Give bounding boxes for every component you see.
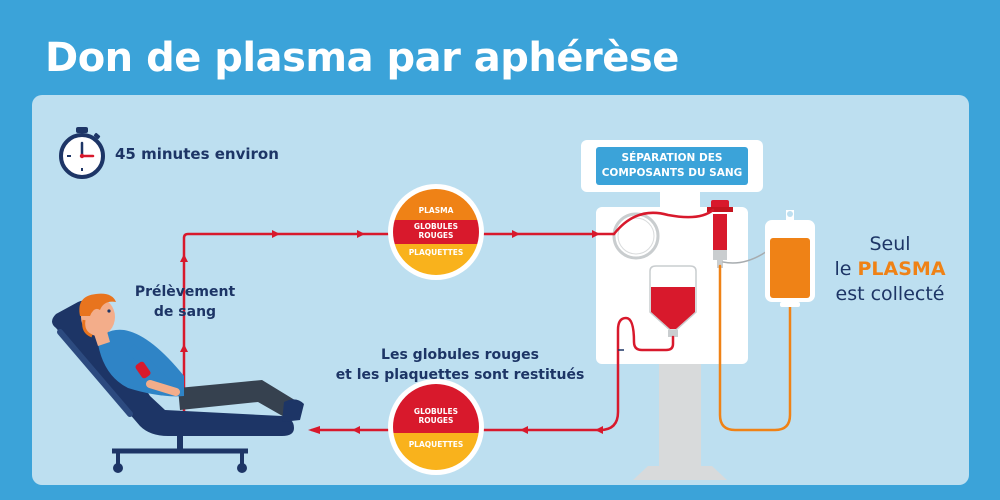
plasma-bag bbox=[765, 210, 815, 307]
stopwatch-icon bbox=[59, 127, 105, 179]
top-circle-red-cells-label: GLOBULES ROUGES bbox=[413, 222, 459, 240]
bottom-circle-platelets-label: PLAQUETTES bbox=[408, 440, 464, 449]
result-label: Seul le PLASMA est collecté bbox=[834, 233, 946, 305]
blood-components-circle-top bbox=[388, 184, 484, 280]
blood-components-circle-bottom bbox=[388, 379, 484, 475]
collection-label: Prélèvement de sang bbox=[134, 284, 236, 320]
machine-label: SÉPARATION DES COMPOSANTS DU SANG bbox=[601, 152, 743, 179]
bottom-circle-red-cells-label: GLOBULES ROUGES bbox=[413, 407, 459, 425]
apheresis-machine bbox=[581, 140, 763, 480]
page-title: Don de plasma par aphérèse bbox=[45, 35, 679, 81]
return-label: Les globules rouges et les plaquettes so… bbox=[335, 347, 585, 383]
top-circle-plasma-label: PLASMA bbox=[418, 206, 454, 215]
duration-label: 45 minutes environ bbox=[115, 145, 279, 163]
donor-patient bbox=[52, 293, 304, 473]
plasma-highlight: PLASMA bbox=[857, 258, 946, 280]
top-circle-platelets-label: PLAQUETTES bbox=[408, 248, 464, 257]
flow-arrows bbox=[180, 230, 603, 434]
